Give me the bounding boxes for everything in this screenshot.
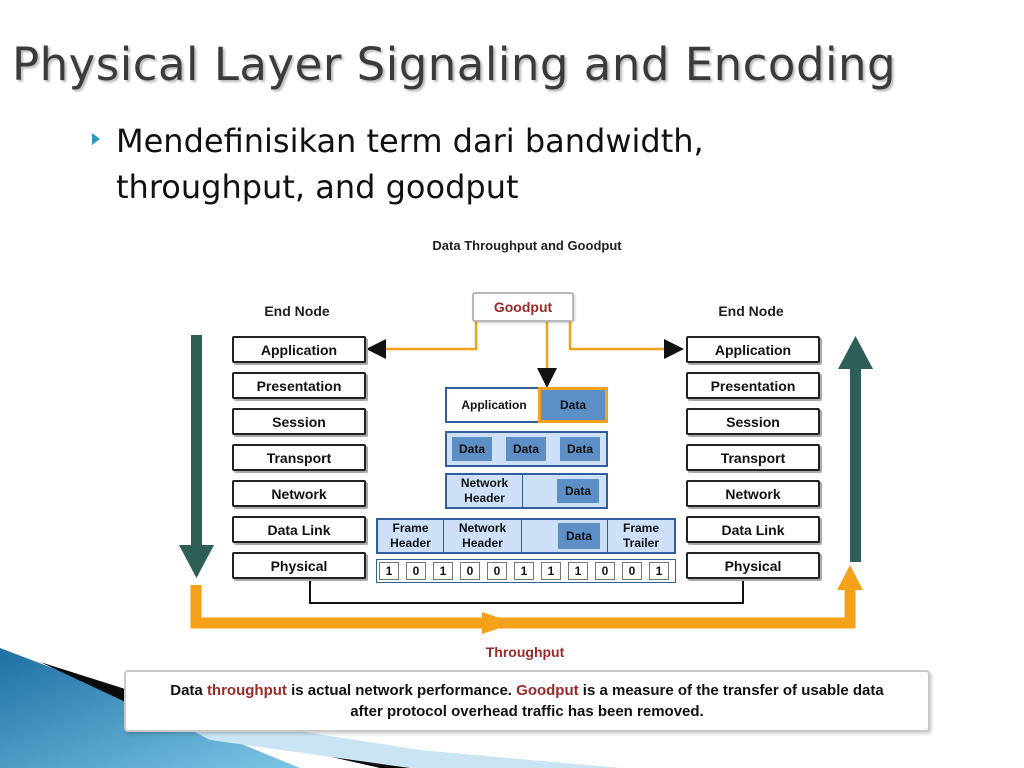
right-layer-physical: Physical <box>686 552 820 579</box>
right-layer-transport: Transport <box>686 444 820 471</box>
caption-part3: is a measure of the transfer of usable d… <box>350 682 884 720</box>
bit: 0 <box>487 562 507 580</box>
bullet-arrow-icon <box>92 133 100 145</box>
encap-frame-trailer: Frame Trailer <box>607 520 674 552</box>
encap-network-data: Data <box>557 479 599 503</box>
encap-application-data: Data <box>538 387 608 423</box>
left-layer-network: Network <box>232 480 366 507</box>
encap-network-header: Network Header <box>447 475 523 507</box>
right-layer-presentation: Presentation <box>686 372 820 399</box>
caption-part1: Data <box>170 682 207 699</box>
encap-frame-header: Frame Header <box>378 520 444 552</box>
left-layer-presentation: Presentation <box>232 372 366 399</box>
encap-frame-network-header: Network Header <box>444 520 522 552</box>
bit: 1 <box>514 562 534 580</box>
bit: 1 <box>568 562 588 580</box>
right-layer-session: Session <box>686 408 820 435</box>
bullet-item: Mendefinisikan term dari bandwidth, thro… <box>92 118 836 210</box>
bullet-text: Mendefinisikan term dari bandwidth, thro… <box>116 122 704 206</box>
right-end-node-label: End Node <box>718 303 784 319</box>
encap-transport-segment: Data <box>452 437 492 461</box>
caption-part2: is actual network performance. <box>286 682 517 699</box>
right-layer-network: Network <box>686 480 820 507</box>
right-layer-data-link: Data Link <box>686 516 820 543</box>
throughput-label: Throughput <box>485 644 565 660</box>
bit: 1 <box>433 562 453 580</box>
throughput-goodput-diagram: Data Throughput and Goodput End Node End… <box>110 225 940 740</box>
bit: 0 <box>595 562 615 580</box>
bit: 1 <box>379 562 399 580</box>
left-layer-session: Session <box>232 408 366 435</box>
left-end-node-label: End Node <box>264 303 330 319</box>
left-layer-data-link: Data Link <box>232 516 366 543</box>
goodput-label: Goodput <box>472 292 574 322</box>
encap-transport-segment: Data <box>506 437 546 461</box>
slide-title: Physical Layer Signaling and Encoding <box>12 38 897 91</box>
bit: 0 <box>406 562 426 580</box>
bit: 1 <box>541 562 561 580</box>
encap-frame-row <box>376 518 676 554</box>
diagram-title: Data Throughput and Goodput <box>432 238 622 253</box>
encap-frame-data: Data <box>558 523 600 549</box>
bit: 0 <box>622 562 642 580</box>
bit: 0 <box>460 562 480 580</box>
caption: Data throughput is actual network perfor… <box>124 670 930 732</box>
right-layer-application: Application <box>686 336 820 363</box>
encap-application-label: Application <box>461 397 527 412</box>
left-layer-transport: Transport <box>232 444 366 471</box>
bit: 1 <box>649 562 669 580</box>
encap-transport-segment: Data <box>560 437 600 461</box>
left-layer-application: Application <box>232 336 366 363</box>
caption-goodput: Goodput <box>516 682 579 699</box>
caption-throughput: throughput <box>206 682 287 699</box>
left-layer-physical: Physical <box>232 552 366 579</box>
